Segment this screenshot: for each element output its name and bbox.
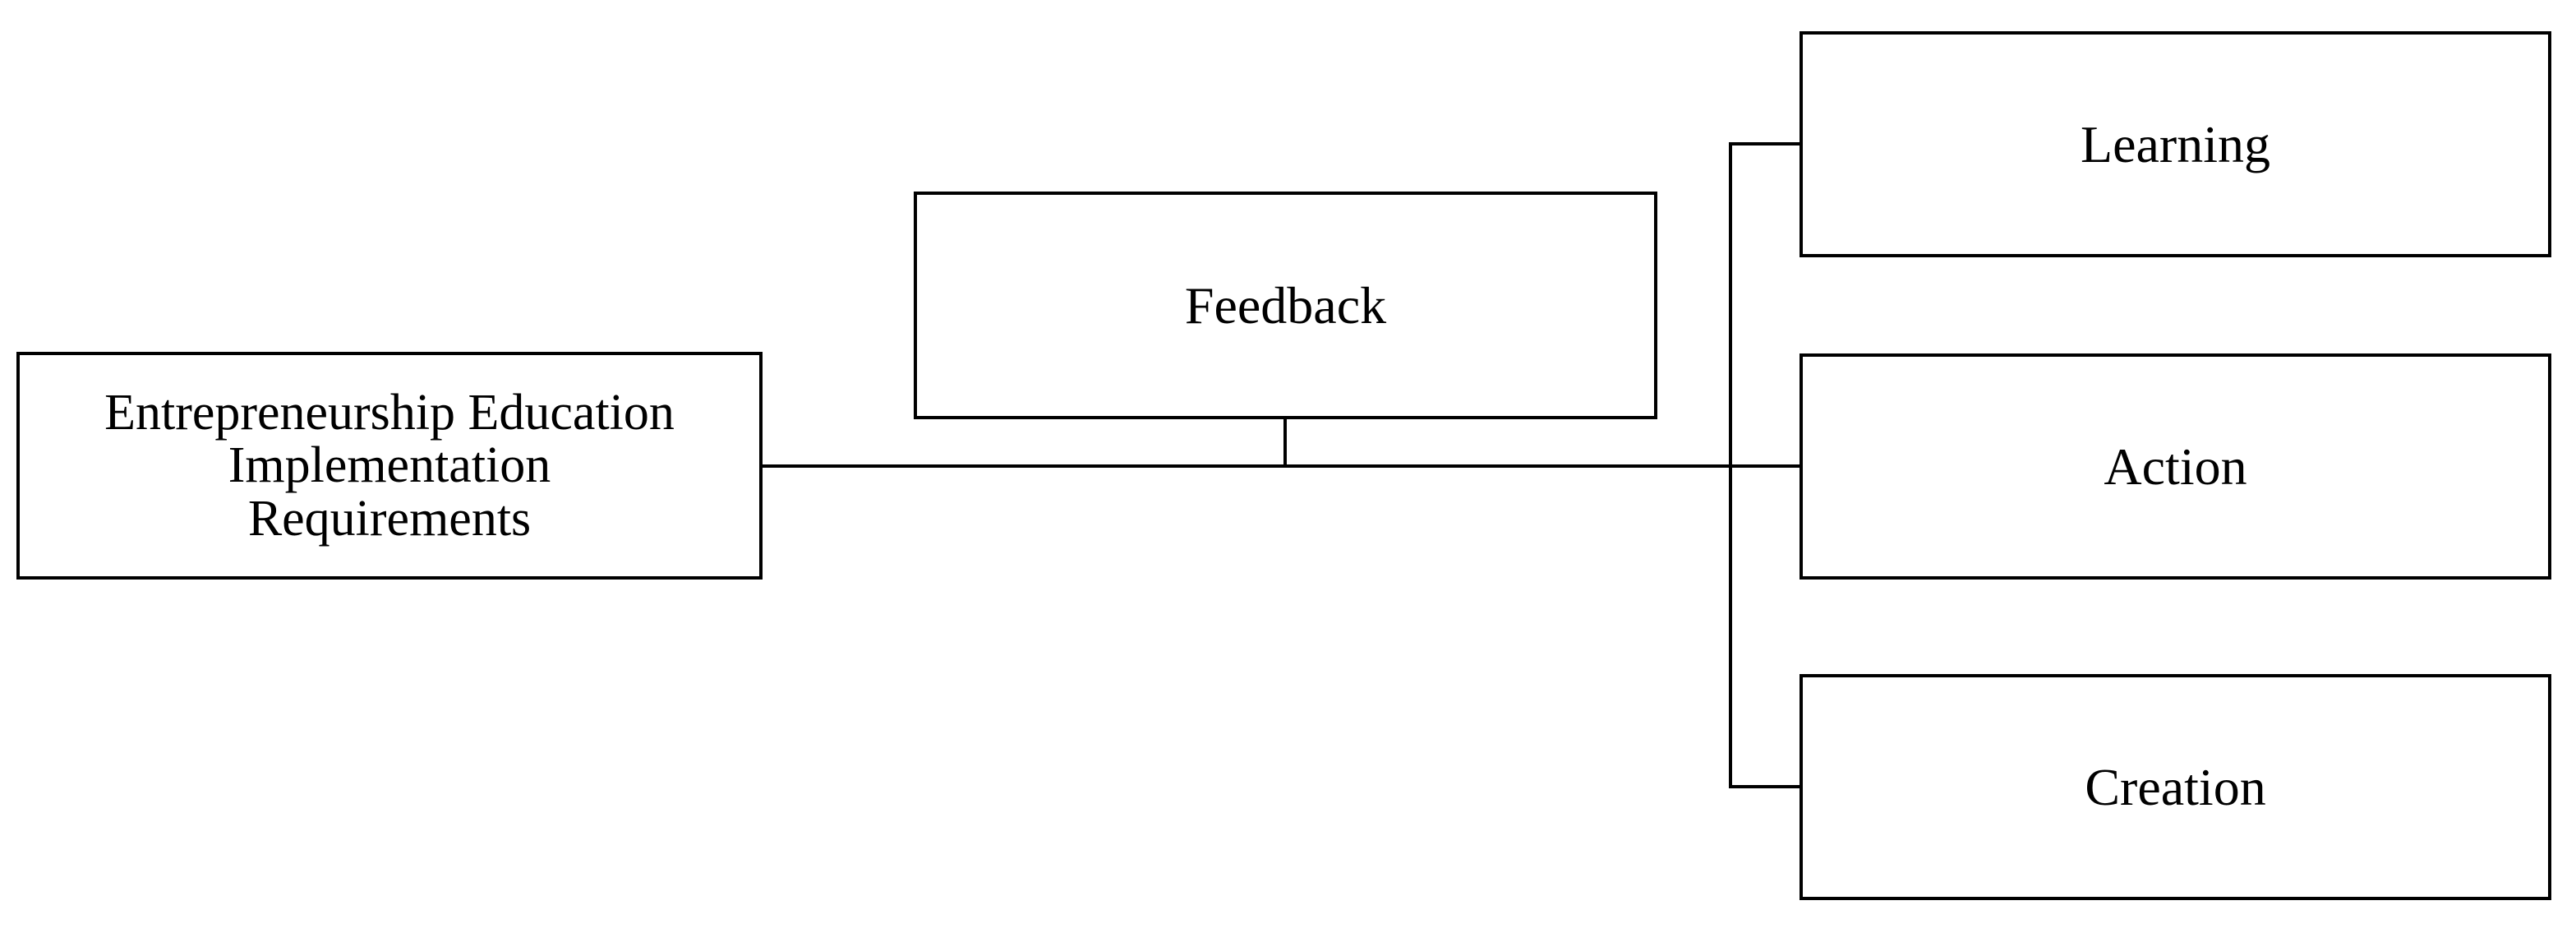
node-creation: Creation — [1800, 674, 2551, 900]
node-root-label: Entrepreneurship Education Implementatio… — [104, 384, 675, 547]
node-feedback: Feedback — [914, 192, 1657, 419]
trunk-connector-line — [763, 464, 1803, 468]
node-feedback-label: Feedback — [1184, 275, 1387, 335]
node-learning-label: Learning — [2081, 114, 2270, 173]
learning-stub-connector-line — [1729, 142, 1803, 145]
node-entrepreneurship-education-implementation-requirements: Entrepreneurship Education Implementatio… — [16, 352, 763, 580]
node-action-label: Action — [2104, 436, 2247, 496]
node-action: Action — [1800, 353, 2551, 580]
feedback-stub-connector-line — [1283, 419, 1287, 468]
node-learning: Learning — [1800, 31, 2551, 257]
branch-rail-connector-line — [1729, 142, 1732, 788]
creation-stub-connector-line — [1729, 785, 1803, 788]
node-creation-label: Creation — [2085, 757, 2266, 816]
